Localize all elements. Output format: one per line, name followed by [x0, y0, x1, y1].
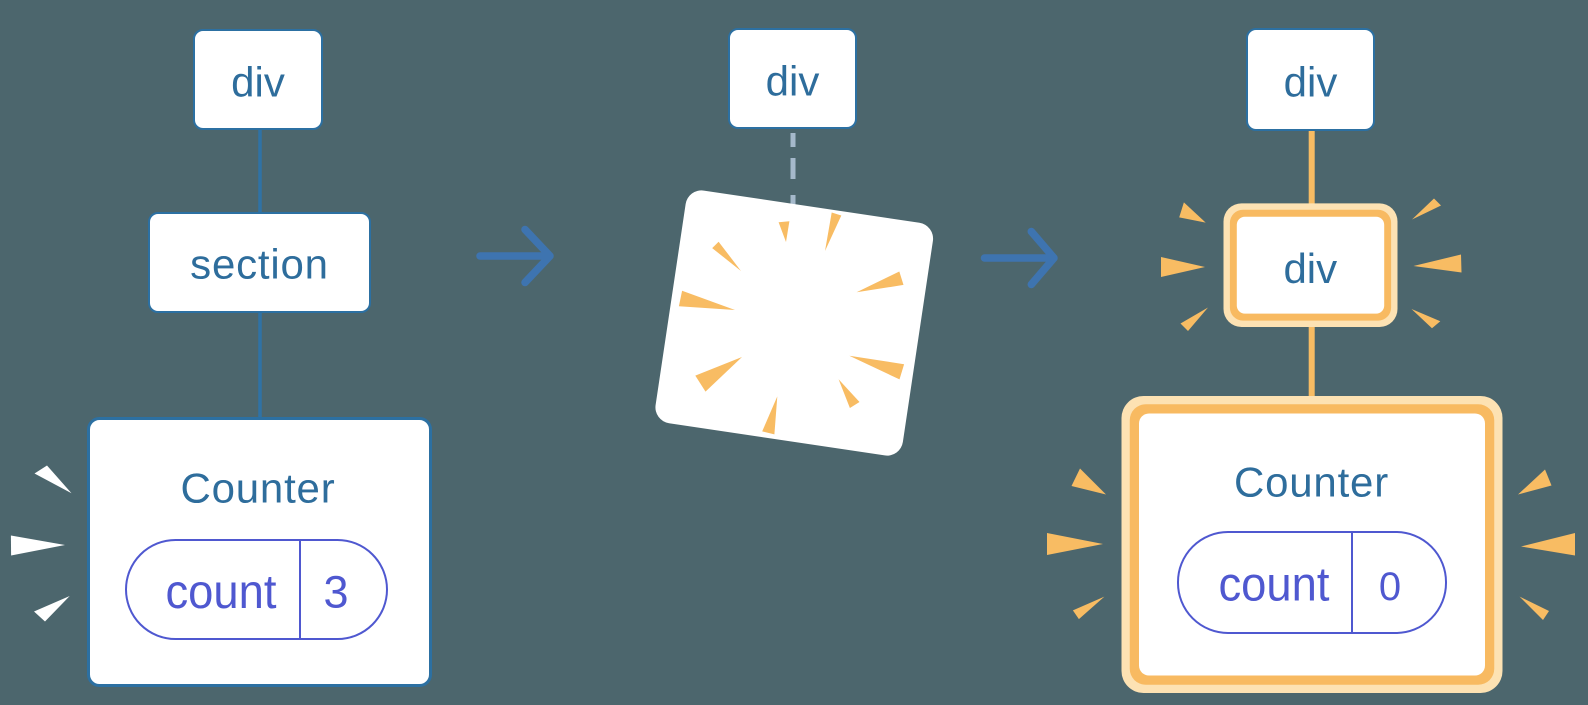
- svg-text:Counter: Counter: [1234, 459, 1389, 506]
- svg-text:div: div: [1284, 59, 1338, 106]
- svg-text:3: 3: [323, 567, 348, 618]
- svg-text:section: section: [190, 241, 329, 288]
- svg-text:div: div: [1283, 245, 1337, 292]
- svg-text:Counter: Counter: [180, 465, 335, 512]
- svg-text:div: div: [231, 59, 285, 106]
- svg-text:div: div: [766, 58, 820, 105]
- svg-text:count: count: [166, 566, 277, 619]
- svg-text:0: 0: [1379, 565, 1401, 609]
- svg-text:count: count: [1219, 559, 1330, 612]
